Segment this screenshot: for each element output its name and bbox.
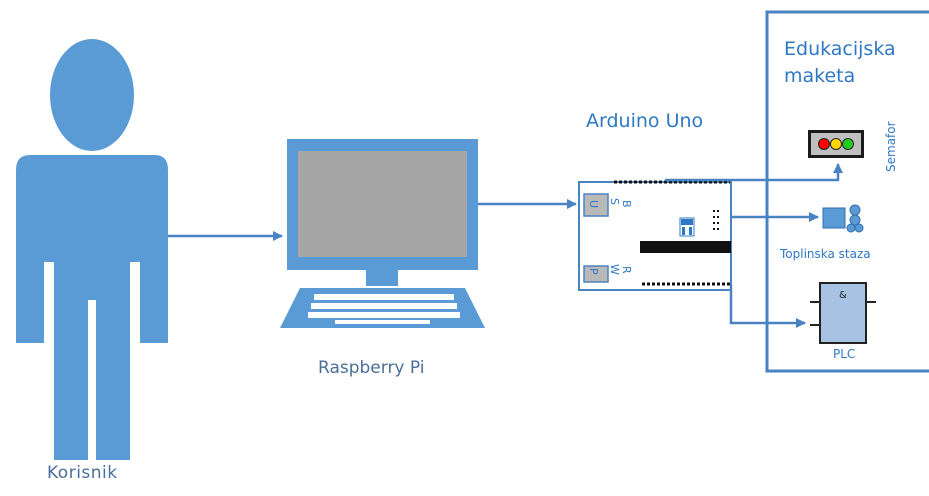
usb-text-b: B bbox=[620, 200, 633, 208]
pwr-port-label: P bbox=[587, 268, 600, 275]
computer-icon bbox=[280, 139, 485, 328]
toplinska-label: Toplinska staza bbox=[780, 247, 871, 261]
plc-icon: & bbox=[810, 282, 876, 344]
raspberry-label: Raspberry Pi bbox=[318, 358, 425, 378]
arrow-arduino-to-plc bbox=[729, 284, 806, 328]
edu-model-frame bbox=[765, 10, 929, 373]
semafor-label: Semafor bbox=[884, 121, 898, 172]
arrow-arduino-to-semafor bbox=[665, 163, 843, 182]
edu-model-title: Edukacijska maketa bbox=[784, 36, 896, 90]
pwr-text-r: R bbox=[620, 266, 633, 274]
user-label: Korisnik bbox=[47, 463, 118, 483]
heater-icon bbox=[822, 204, 864, 233]
edu-title-line2: maketa bbox=[784, 65, 856, 87]
arduino-label: Arduino Uno bbox=[586, 110, 704, 132]
usb-port-label: U bbox=[587, 200, 600, 208]
edu-title-line1: Edukacijska bbox=[784, 38, 896, 60]
traffic-light-icon bbox=[808, 130, 864, 158]
plc-label: PLC bbox=[833, 347, 856, 361]
arduino-board-icon: U S B P W R bbox=[578, 180, 732, 291]
usb-text-s: S bbox=[608, 198, 621, 205]
plc-and-symbol: & bbox=[839, 290, 847, 301]
pwr-text-w: W bbox=[608, 264, 621, 275]
user-figure-icon bbox=[16, 39, 168, 460]
